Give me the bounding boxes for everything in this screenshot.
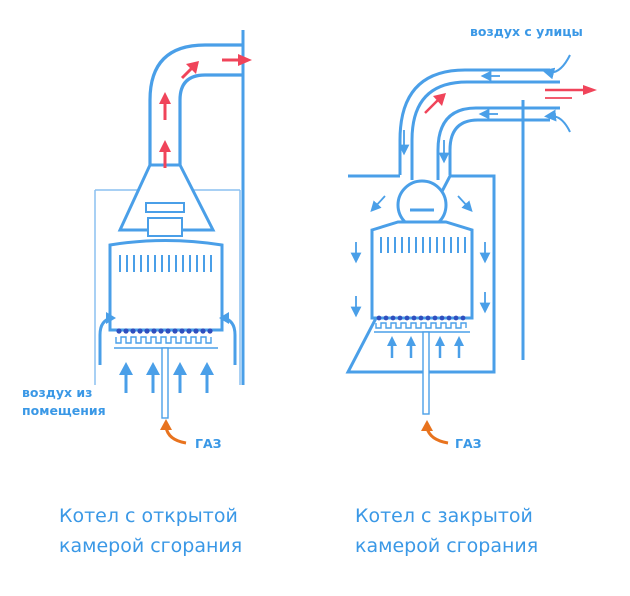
gas-inlet-arrow-head (421, 420, 433, 431)
burner-flames (376, 315, 466, 321)
draft-hood (117, 163, 216, 232)
exhaust-arrows (424, 85, 597, 114)
gas-pipe (161, 347, 169, 419)
heat-exchanger-fins (119, 255, 212, 272)
side-air-arrow-right (222, 316, 237, 365)
street-air-curl-top (542, 54, 571, 80)
gas-pipe (422, 331, 430, 415)
burner-flames (116, 328, 213, 334)
combustion-chamber (370, 220, 474, 320)
coaxial-pipe-outer-bottom (448, 118, 550, 175)
side-air-arrow-right-head (219, 312, 229, 324)
room-air-arrows (119, 362, 214, 393)
closed-chamber-boiler: воздух с улицы ГАЗ Котел с закрытой каме… (345, 24, 597, 557)
coaxial-pipe-inner-top (410, 80, 560, 180)
combustion-chamber (108, 239, 224, 332)
open-chamber-boiler: воздух из помещения ГАЗ Котел с открытой… (22, 30, 252, 557)
inner-air-arrows (387, 336, 464, 358)
caption-closed-line1: Котел с закрытой (355, 505, 533, 527)
exhaust-arrows (159, 54, 252, 168)
caption-open-line2: камерой сгорания (59, 535, 242, 557)
room-air-label-line1: воздух из (22, 385, 92, 400)
heat-exchanger-fins (380, 237, 466, 253)
caption-closed-line2: камерой сгорания (355, 535, 538, 557)
side-air-arrow-left-head (106, 312, 116, 324)
gas-inlet-arrow-head (160, 419, 172, 430)
housing-down-arrows (350, 70, 500, 318)
gas-label: ГАЗ (195, 436, 222, 451)
street-air-label: воздух с улицы (470, 24, 583, 39)
hood-neck (147, 217, 183, 237)
hood-slot (145, 202, 185, 213)
gas-label: ГАЗ (455, 436, 482, 451)
burner-comb (115, 336, 212, 344)
caption-open-line1: Котел с открытой (59, 505, 238, 527)
room-air-label-line2: помещения (22, 403, 106, 418)
coaxial-pipe-inner-bottom (436, 106, 560, 180)
flue-pipe-outer (148, 43, 243, 165)
burner-comb (375, 322, 467, 329)
coaxial-pipe-outer-top (398, 68, 550, 175)
flue-pipe-inner (178, 73, 243, 165)
street-air-curl-bottom (544, 109, 571, 133)
